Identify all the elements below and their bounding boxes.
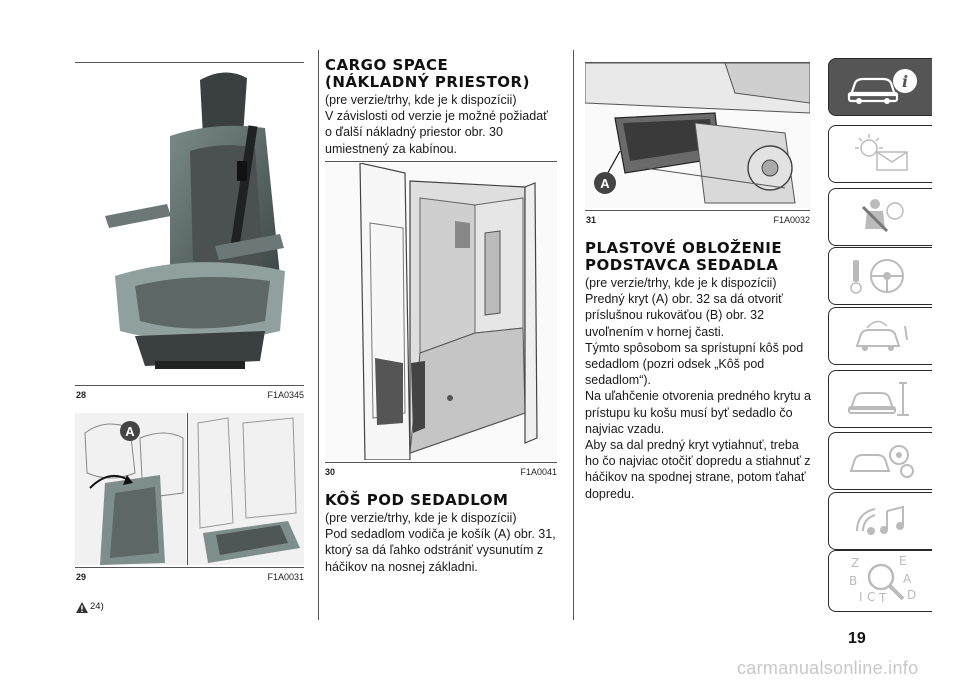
figure-29-number: 29 [76, 572, 87, 582]
breakdown-icon [855, 320, 908, 351]
plastove-paragraph-2: Predný kryt (A) obr. 32 sa dá otvoriť pr… [585, 292, 783, 339]
column-divider-2 [573, 50, 574, 620]
figure-28-seat-image [75, 66, 304, 382]
car-technical-icon [849, 445, 914, 478]
top-rule-left [75, 62, 304, 63]
figure-30-number: 30 [325, 467, 336, 477]
figure-29-divider [187, 413, 188, 565]
cargo-body: (pre verzie/trhy, kde je k dispozícii) V… [325, 92, 557, 157]
warning-triangle-icon [76, 602, 88, 613]
tab-car-maintenance[interactable] [828, 370, 932, 428]
plastove-heading-line1: PLASTOVÉ OBLOŽENIE [585, 239, 783, 257]
figure-30-cargo-image [325, 163, 557, 460]
figure-30-top-rule [325, 161, 557, 162]
figure-31-number: 31 [586, 215, 597, 225]
car-maintenance-icon [848, 382, 909, 416]
svg-text:i: i [902, 72, 908, 91]
plastove-heading-line2: PODSTAVCA SEDADLA [585, 256, 779, 274]
index-letter-a: A [903, 572, 912, 586]
warning-reference: 24) [76, 601, 116, 615]
cargo-paragraph-2: V závislosti od verzie je možné požiadať… [325, 109, 548, 156]
index-letter-d: D [907, 588, 916, 602]
kos-body: (pre verzie/trhy, kde je k dispozícii) P… [325, 510, 557, 575]
figure-29-left-panel: A [75, 413, 186, 565]
plastove-paragraph-5: Aby sa dal predný kryt vytiahnuť, treba … [585, 438, 811, 501]
figure-29-right-panel [188, 413, 304, 565]
steering-key-icon [850, 259, 904, 294]
figure-30-rule [325, 462, 557, 463]
tab-breakdown[interactable] [828, 307, 932, 365]
warning-reference-text: 24) [90, 601, 104, 612]
tab-multimedia[interactable] [828, 492, 932, 550]
column-divider-1 [318, 50, 319, 620]
cargo-heading-line2: (NÁKLADNÝ PRIESTOR) [325, 73, 530, 91]
index-letter-z: Z [851, 556, 859, 570]
kos-heading: KÔŠ POD SEDADLOM [325, 491, 509, 509]
figure-31-basket-image: A [585, 63, 810, 208]
warning-lights-icon [855, 134, 908, 171]
index-letter-i: I [859, 590, 863, 603]
index-letter-e: E [899, 555, 907, 568]
tab-steering-key[interactable] [828, 247, 932, 305]
figure-30-code: F1A0041 [520, 467, 557, 477]
page-number: 19 [848, 630, 866, 647]
figure-31-rule [585, 210, 810, 211]
tab-airbag-seatbelt[interactable] [828, 188, 932, 246]
figure-29-code: F1A0031 [267, 572, 304, 582]
figure-31-callout: A [600, 176, 610, 191]
plastove-paragraph-3: Týmto spôsobom sa sprístupní kôš pod sed… [585, 340, 804, 388]
figure-28-code: F1A0345 [267, 390, 304, 400]
figure-28-rule [75, 385, 304, 386]
tab-car-info[interactable]: i [828, 58, 932, 116]
kos-paragraph-1: (pre verzie/trhy, kde je k dispozícii) [325, 511, 517, 525]
tab-car-technical[interactable] [828, 432, 932, 490]
cargo-heading-line1: CARGO SPACE [325, 56, 449, 74]
figure-29-rule [75, 567, 304, 568]
figure-29-callout: A [125, 424, 135, 439]
index-letter-c: C [867, 590, 875, 603]
multimedia-icon [856, 505, 904, 535]
kos-paragraph-2: Pod sedadlom vodiča je košík (A) obr. 31… [325, 527, 556, 574]
car-info-icon: i [847, 69, 917, 104]
tab-alphabetical-index[interactable]: Z E B A I C T D [828, 550, 932, 612]
figure-31-code: F1A0032 [773, 215, 810, 225]
plastove-paragraph-4: Na uľahčenie otvorenia predného krytu a … [585, 389, 812, 436]
tab-warning-lights[interactable] [828, 125, 932, 183]
plastove-body: (pre verzie/trhy, kde je k dispozícii) P… [585, 275, 815, 502]
index-letter-b: B [849, 574, 857, 588]
cargo-paragraph-1: (pre verzie/trhy, kde je k dispozícii) [325, 93, 517, 107]
watermark-text: carmanualsonline.info [737, 658, 919, 678]
index-letter-t: T [878, 591, 887, 603]
airbag-seatbelt-icon [861, 199, 904, 233]
alphabetical-index-icon: Z E B A I C T D [849, 555, 916, 603]
plastove-paragraph-1: (pre verzie/trhy, kde je k dispozícii) [585, 276, 777, 290]
figure-28-number: 28 [76, 390, 87, 400]
